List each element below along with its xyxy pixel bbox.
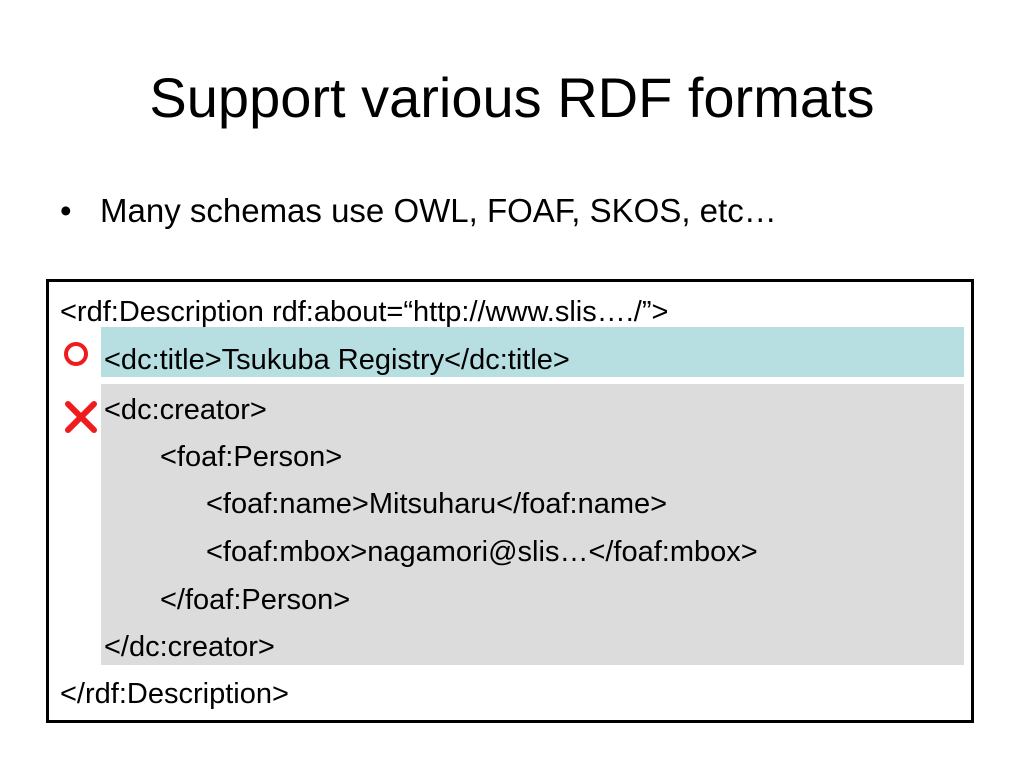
- circle-mark-icon: [64, 342, 88, 366]
- cross-mark-icon: [65, 401, 97, 433]
- slide-title: Support various RDF formats: [149, 66, 875, 129]
- supported-highlight: [101, 327, 964, 377]
- code-line-dc-creator-close: </dc:creator>: [104, 631, 275, 663]
- code-line-foaf-person-open: <foaf:Person>: [160, 441, 343, 473]
- code-line-foaf-person-close: </foaf:Person>: [160, 584, 351, 616]
- code-line-dc-title: <dc:title>Tsukuba Registry</dc:title>: [104, 344, 570, 376]
- bullet-marker: •: [60, 192, 72, 229]
- code-line-foaf-name: <foaf:name>Mitsuharu</foaf:name>: [206, 488, 668, 520]
- code-line-dc-creator-open: <dc:creator>: [104, 394, 267, 426]
- bullet-item: • Many schemas use OWL, FOAF, SKOS, etc…: [60, 186, 777, 236]
- bullet-text: Many schemas use OWL, FOAF, SKOS, etc…: [100, 192, 777, 229]
- code-line-foaf-mbox: <foaf:mbox>nagamori@slis…</foaf:mbox>: [206, 536, 758, 568]
- unsupported-highlight: [101, 384, 964, 665]
- code-line-rdf-description-open: <rdf:Description rdf:about=“http://www.s…: [60, 296, 669, 328]
- code-line-rdf-description-close: </rdf:Description>: [60, 678, 289, 710]
